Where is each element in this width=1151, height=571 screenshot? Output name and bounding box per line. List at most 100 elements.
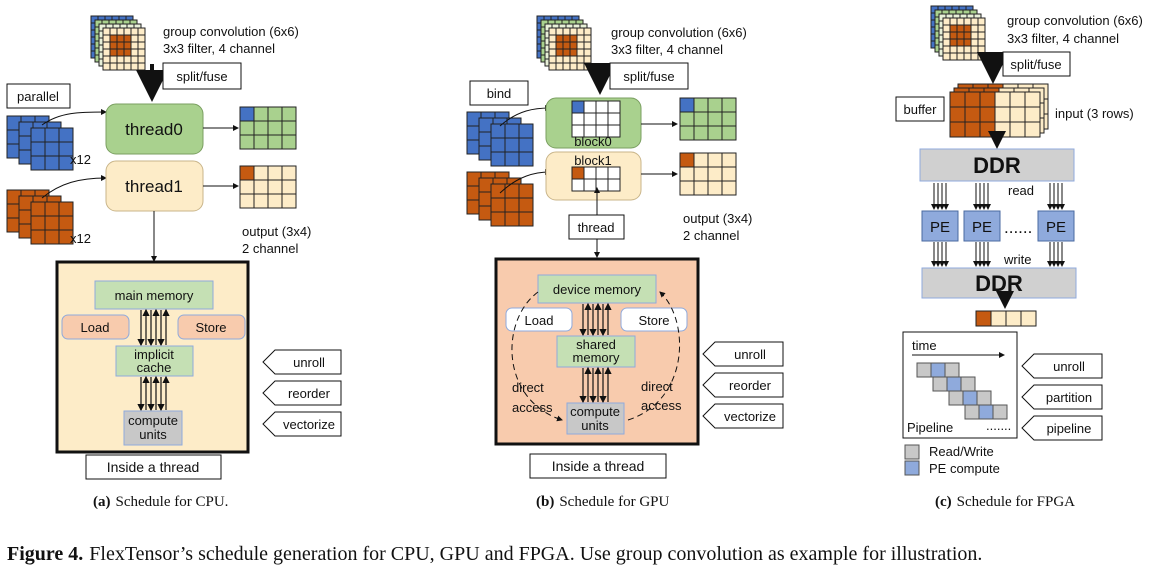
cpu-header-line1: group convolution (6x6) <box>163 24 299 39</box>
grid-cell <box>490 197 506 213</box>
grid-cell <box>583 34 592 43</box>
grid-cell <box>281 179 297 195</box>
grid-cell <box>679 125 695 141</box>
grid-cell <box>576 27 585 36</box>
grid-cell <box>102 55 111 64</box>
schedule-op-label: partition <box>1046 390 1092 405</box>
thread-label: thread <box>578 220 615 235</box>
grid-cell <box>970 45 979 54</box>
schedule-op-tag <box>262 349 342 375</box>
grid-cell <box>956 31 965 40</box>
x12-top: x12 <box>70 152 91 167</box>
grid-cell <box>58 215 74 231</box>
grid-cell <box>267 120 283 136</box>
grid-cell <box>562 41 571 50</box>
block0-label: block0 <box>574 134 612 149</box>
grid-cell <box>693 180 709 196</box>
legend-pe-label: PE compute <box>929 461 1000 476</box>
grid-cell <box>562 55 571 64</box>
grid-cell <box>977 52 986 61</box>
grid-cell <box>963 52 972 61</box>
grid-cell <box>30 201 46 217</box>
grid-cell <box>942 52 951 61</box>
grid-cell <box>964 121 981 138</box>
grid-cell <box>555 48 564 57</box>
grid-cell <box>707 166 723 182</box>
grid-cell <box>116 41 125 50</box>
ddr-top-label: DDR <box>973 153 1021 178</box>
input-tensor-stack-icon <box>930 5 986 61</box>
grid-cell <box>102 34 111 43</box>
main-memory-box <box>94 280 214 310</box>
output-cell <box>975 310 992 327</box>
grid-cell <box>977 31 986 40</box>
grid-cell <box>583 178 597 192</box>
grid-cell <box>239 165 255 181</box>
grid-cell <box>977 24 986 33</box>
grid-cell <box>569 55 578 64</box>
grid-cell <box>576 48 585 57</box>
blue-tensor-icon <box>6 115 74 171</box>
grid-cell <box>569 62 578 71</box>
grid-cell <box>490 123 506 139</box>
output-beige-grid-icon <box>239 165 297 209</box>
input-tensor-stack-icon <box>536 15 592 71</box>
cpu-caption: (a)Schedule for CPU. <box>93 494 228 510</box>
grid-cell <box>504 123 520 139</box>
grid-cell <box>964 106 981 123</box>
grid-cell <box>970 52 979 61</box>
main-memory-label: main memory <box>115 288 194 303</box>
output-green-grid-icon <box>239 106 297 150</box>
cpu-store-label: Store <box>195 320 226 335</box>
grid-cell <box>970 17 979 26</box>
cpu-inside-box <box>85 454 222 480</box>
grid-cell <box>571 112 585 126</box>
blue-tensor-icon <box>466 111 534 167</box>
read-label: read <box>1008 183 1034 198</box>
shared-compute-arrows-icon <box>579 366 612 404</box>
grid-cell <box>607 178 621 192</box>
direct-access-left-arrow <box>511 291 563 422</box>
grid-cell <box>595 178 609 192</box>
grid-cell <box>562 34 571 43</box>
grid-cell <box>116 55 125 64</box>
grid-cell <box>707 125 723 141</box>
block1-label: block1 <box>574 153 612 168</box>
output-cell <box>1020 310 1037 327</box>
grid-cell <box>707 97 723 113</box>
pipeline-stage <box>946 376 962 392</box>
grid-cell <box>942 45 951 54</box>
ddr-bottom-label: DDR <box>975 271 1023 296</box>
schedule-op-tag <box>702 372 784 398</box>
grid-cell <box>956 52 965 61</box>
bind-box <box>469 80 529 106</box>
grid-cell <box>721 125 737 141</box>
grid-cell <box>130 34 139 43</box>
grid-cell <box>693 125 709 141</box>
pe-dots: ...... <box>1004 218 1032 237</box>
grid-cell <box>595 166 609 180</box>
grid-cell <box>977 38 986 47</box>
grid-cell <box>123 41 132 50</box>
grid-cell <box>518 151 534 167</box>
grid-cell <box>583 48 592 57</box>
grid-cell <box>30 127 46 143</box>
grid-cell <box>679 111 695 127</box>
grid-cell <box>562 62 571 71</box>
direct-left-line2: access <box>512 400 553 415</box>
grid-cell <box>679 180 695 196</box>
pe-label: PE <box>972 219 992 236</box>
grid-cell <box>555 27 564 36</box>
grid-cell <box>721 180 737 196</box>
panel-fpga: group convolution (6x6) 3x3 filter, 4 ch… <box>895 5 1143 510</box>
schedule-op-tag <box>1021 353 1103 379</box>
grid-cell <box>994 121 1011 138</box>
grid-cell <box>548 62 557 71</box>
grid-cell <box>253 179 269 195</box>
grid-cell <box>555 34 564 43</box>
gpu-compute-line1: compute <box>570 404 620 419</box>
buffer-label: buffer <box>903 102 937 117</box>
cpu-output-line1: output (3x4) <box>242 224 311 239</box>
grid-cell <box>123 62 132 71</box>
